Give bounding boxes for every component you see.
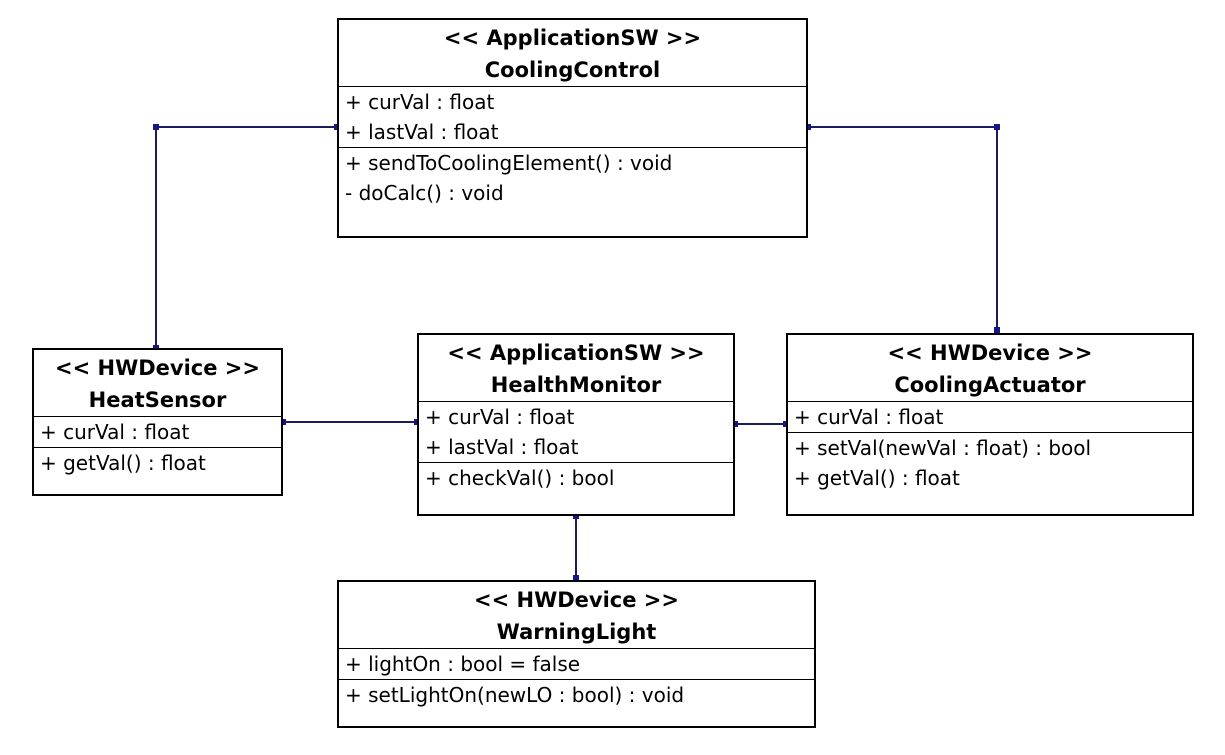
attribute-section: + curVal : float + lastVal : float — [419, 401, 733, 462]
connector-handle[interactable] — [573, 513, 579, 519]
class-header: << HWDevice >> HeatSensor — [34, 350, 281, 416]
class-warning-light[interactable]: << HWDevice >> WarningLight + lightOn : … — [337, 580, 816, 728]
operation-section: + setVal(newVal : float) : bool + getVal… — [788, 432, 1192, 493]
attribute-section: + curVal : float — [34, 416, 281, 447]
operation-row: - doCalc() : void — [345, 181, 504, 205]
connector-handle[interactable] — [994, 327, 1000, 333]
class-stereotype: << HWDevice >> — [887, 341, 1093, 365]
connector-handle[interactable] — [805, 124, 811, 130]
operation-row: + sendToCoolingElement() : void — [345, 151, 673, 175]
operation-row: + setVal(newVal : float) : bool — [794, 436, 1092, 460]
class-header: << HWDevice >> WarningLight — [339, 582, 814, 648]
operation-section: + getVal() : float — [34, 447, 281, 478]
connector-handle[interactable] — [732, 421, 738, 427]
association-cooling-control-heat-sensor[interactable] — [155, 126, 337, 348]
attribute-section: + curVal : float + lastVal : float — [339, 86, 806, 147]
attribute-row: + curVal : float — [425, 405, 575, 429]
attribute-row: + lastVal : float — [425, 435, 579, 459]
class-name: HealthMonitor — [490, 373, 662, 397]
class-cooling-actuator[interactable]: << HWDevice >> CoolingActuator + curVal … — [786, 333, 1194, 516]
class-name: HeatSensor — [88, 388, 227, 412]
connector-handle[interactable] — [573, 575, 579, 581]
association-cooling-control-cooling-actuator[interactable] — [808, 126, 998, 333]
attribute-row: + lastVal : float — [345, 120, 499, 144]
connector-handle[interactable] — [153, 124, 159, 130]
attribute-row: + curVal : float — [794, 405, 944, 429]
class-heat-sensor[interactable]: << HWDevice >> HeatSensor + curVal : flo… — [32, 348, 283, 496]
class-stereotype: << ApplicationSW >> — [443, 26, 702, 50]
class-header: << HWDevice >> CoolingActuator — [788, 335, 1192, 401]
attribute-section: + lightOn : bool = false — [339, 648, 814, 679]
operation-row: + getVal() : float — [40, 451, 206, 475]
class-header: << ApplicationSW >> HealthMonitor — [419, 335, 733, 401]
operation-section: + checkVal() : bool — [419, 462, 733, 493]
class-stereotype: << HWDevice >> — [55, 356, 260, 380]
class-header: << ApplicationSW >> CoolingControl — [339, 20, 806, 86]
class-name: CoolingActuator — [894, 373, 1086, 397]
class-name: CoolingControl — [484, 58, 661, 82]
class-stereotype: << HWDevice >> — [474, 588, 679, 612]
class-cooling-control[interactable]: << ApplicationSW >> CoolingControl + cur… — [337, 18, 808, 238]
connector-handle[interactable] — [994, 124, 1000, 130]
class-health-monitor[interactable]: << ApplicationSW >> HealthMonitor + curV… — [417, 333, 735, 516]
operation-section: + sendToCoolingElement() : void - doCalc… — [339, 147, 806, 208]
operation-row: + checkVal() : bool — [425, 466, 615, 490]
class-name: WarningLight — [496, 620, 657, 644]
operation-row: + setLightOn(newLO : bool) : void — [345, 683, 685, 707]
attribute-section: + curVal : float — [788, 401, 1192, 432]
attribute-row: + curVal : float — [345, 90, 495, 114]
operation-section: + setLightOn(newLO : bool) : void — [339, 679, 814, 710]
attribute-row: + curVal : float — [40, 420, 190, 444]
attribute-row: + lightOn : bool = false — [345, 652, 581, 676]
class-stereotype: << ApplicationSW >> — [447, 341, 705, 365]
connector-handle[interactable] — [280, 419, 286, 425]
operation-row: + getVal() : float — [794, 466, 960, 490]
